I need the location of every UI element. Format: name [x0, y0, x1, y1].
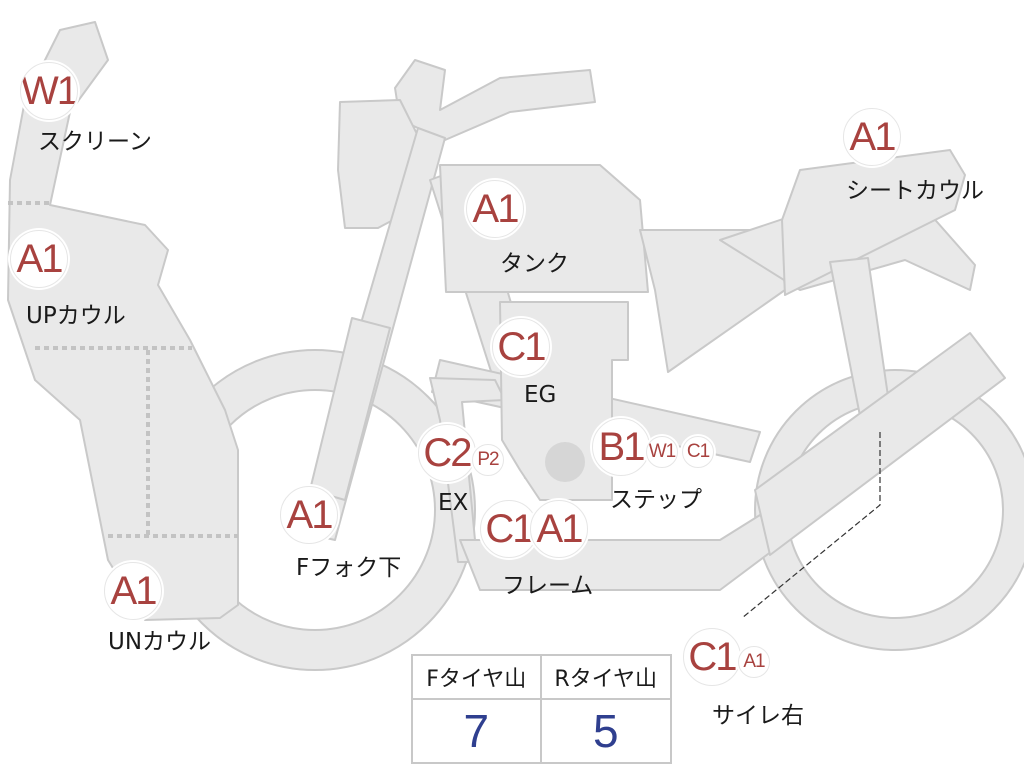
label-muffler-right: サイレ右 — [712, 703, 804, 729]
grade-badge-exhaust: C2 — [418, 424, 476, 482]
rear-tire-header: Rタイヤ山 — [541, 656, 670, 700]
front-tire-value: 7 — [413, 700, 542, 762]
grade-badge-step: B1 — [592, 418, 650, 476]
grade-badge-tank: A1 — [466, 180, 524, 238]
grade-badge-un-cowl: A1 — [104, 562, 162, 620]
engine-cover — [545, 442, 585, 482]
grade-badge-seat-cowl: A1 — [843, 108, 901, 166]
label-tank: タンク — [500, 251, 569, 277]
grade-badge-frame: C1 — [480, 500, 538, 558]
grade-badge-front-fork: A1 — [280, 486, 338, 544]
tire-tread-table: Fタイヤ山 Rタイヤ山 7 5 — [411, 654, 672, 764]
grade-badge-exhaust-2: P2 — [472, 444, 504, 476]
seat-cowl-shape — [781, 149, 966, 296]
label-frame: フレーム — [502, 573, 594, 599]
rear-tire-value: 5 — [592, 705, 619, 757]
grade-badge-step-3: C1 — [682, 436, 714, 468]
label-exhaust: EX — [438, 490, 469, 516]
grade-badge-up-cowl: A1 — [10, 230, 68, 288]
grade-badge-frame-2: A1 — [530, 500, 588, 558]
grade-badge-engine: C1 — [492, 318, 550, 376]
fairing — [7, 21, 239, 621]
grade-badge-muffler-right: C1 — [683, 628, 741, 686]
label-engine: EG — [524, 382, 557, 408]
grade-badge-screen: W1 — [20, 62, 78, 120]
label-front-fork: Fフォク下 — [296, 555, 402, 581]
handlebar — [394, 59, 596, 141]
label-step: ステップ — [610, 487, 702, 513]
label-seat-cowl: シートカウル — [846, 178, 984, 204]
grade-badge-step-2: W1 — [646, 436, 678, 468]
leader-line — [741, 432, 881, 619]
grade-badge-muffler-right-2: A1 — [738, 646, 770, 678]
fork-lower — [309, 317, 391, 501]
front-tire-header: Fタイヤ山 — [413, 656, 542, 700]
label-screen: スクリーン — [38, 129, 152, 155]
label-un-cowl: UNカウル — [108, 629, 212, 655]
label-up-cowl: UPカウル — [26, 303, 126, 329]
